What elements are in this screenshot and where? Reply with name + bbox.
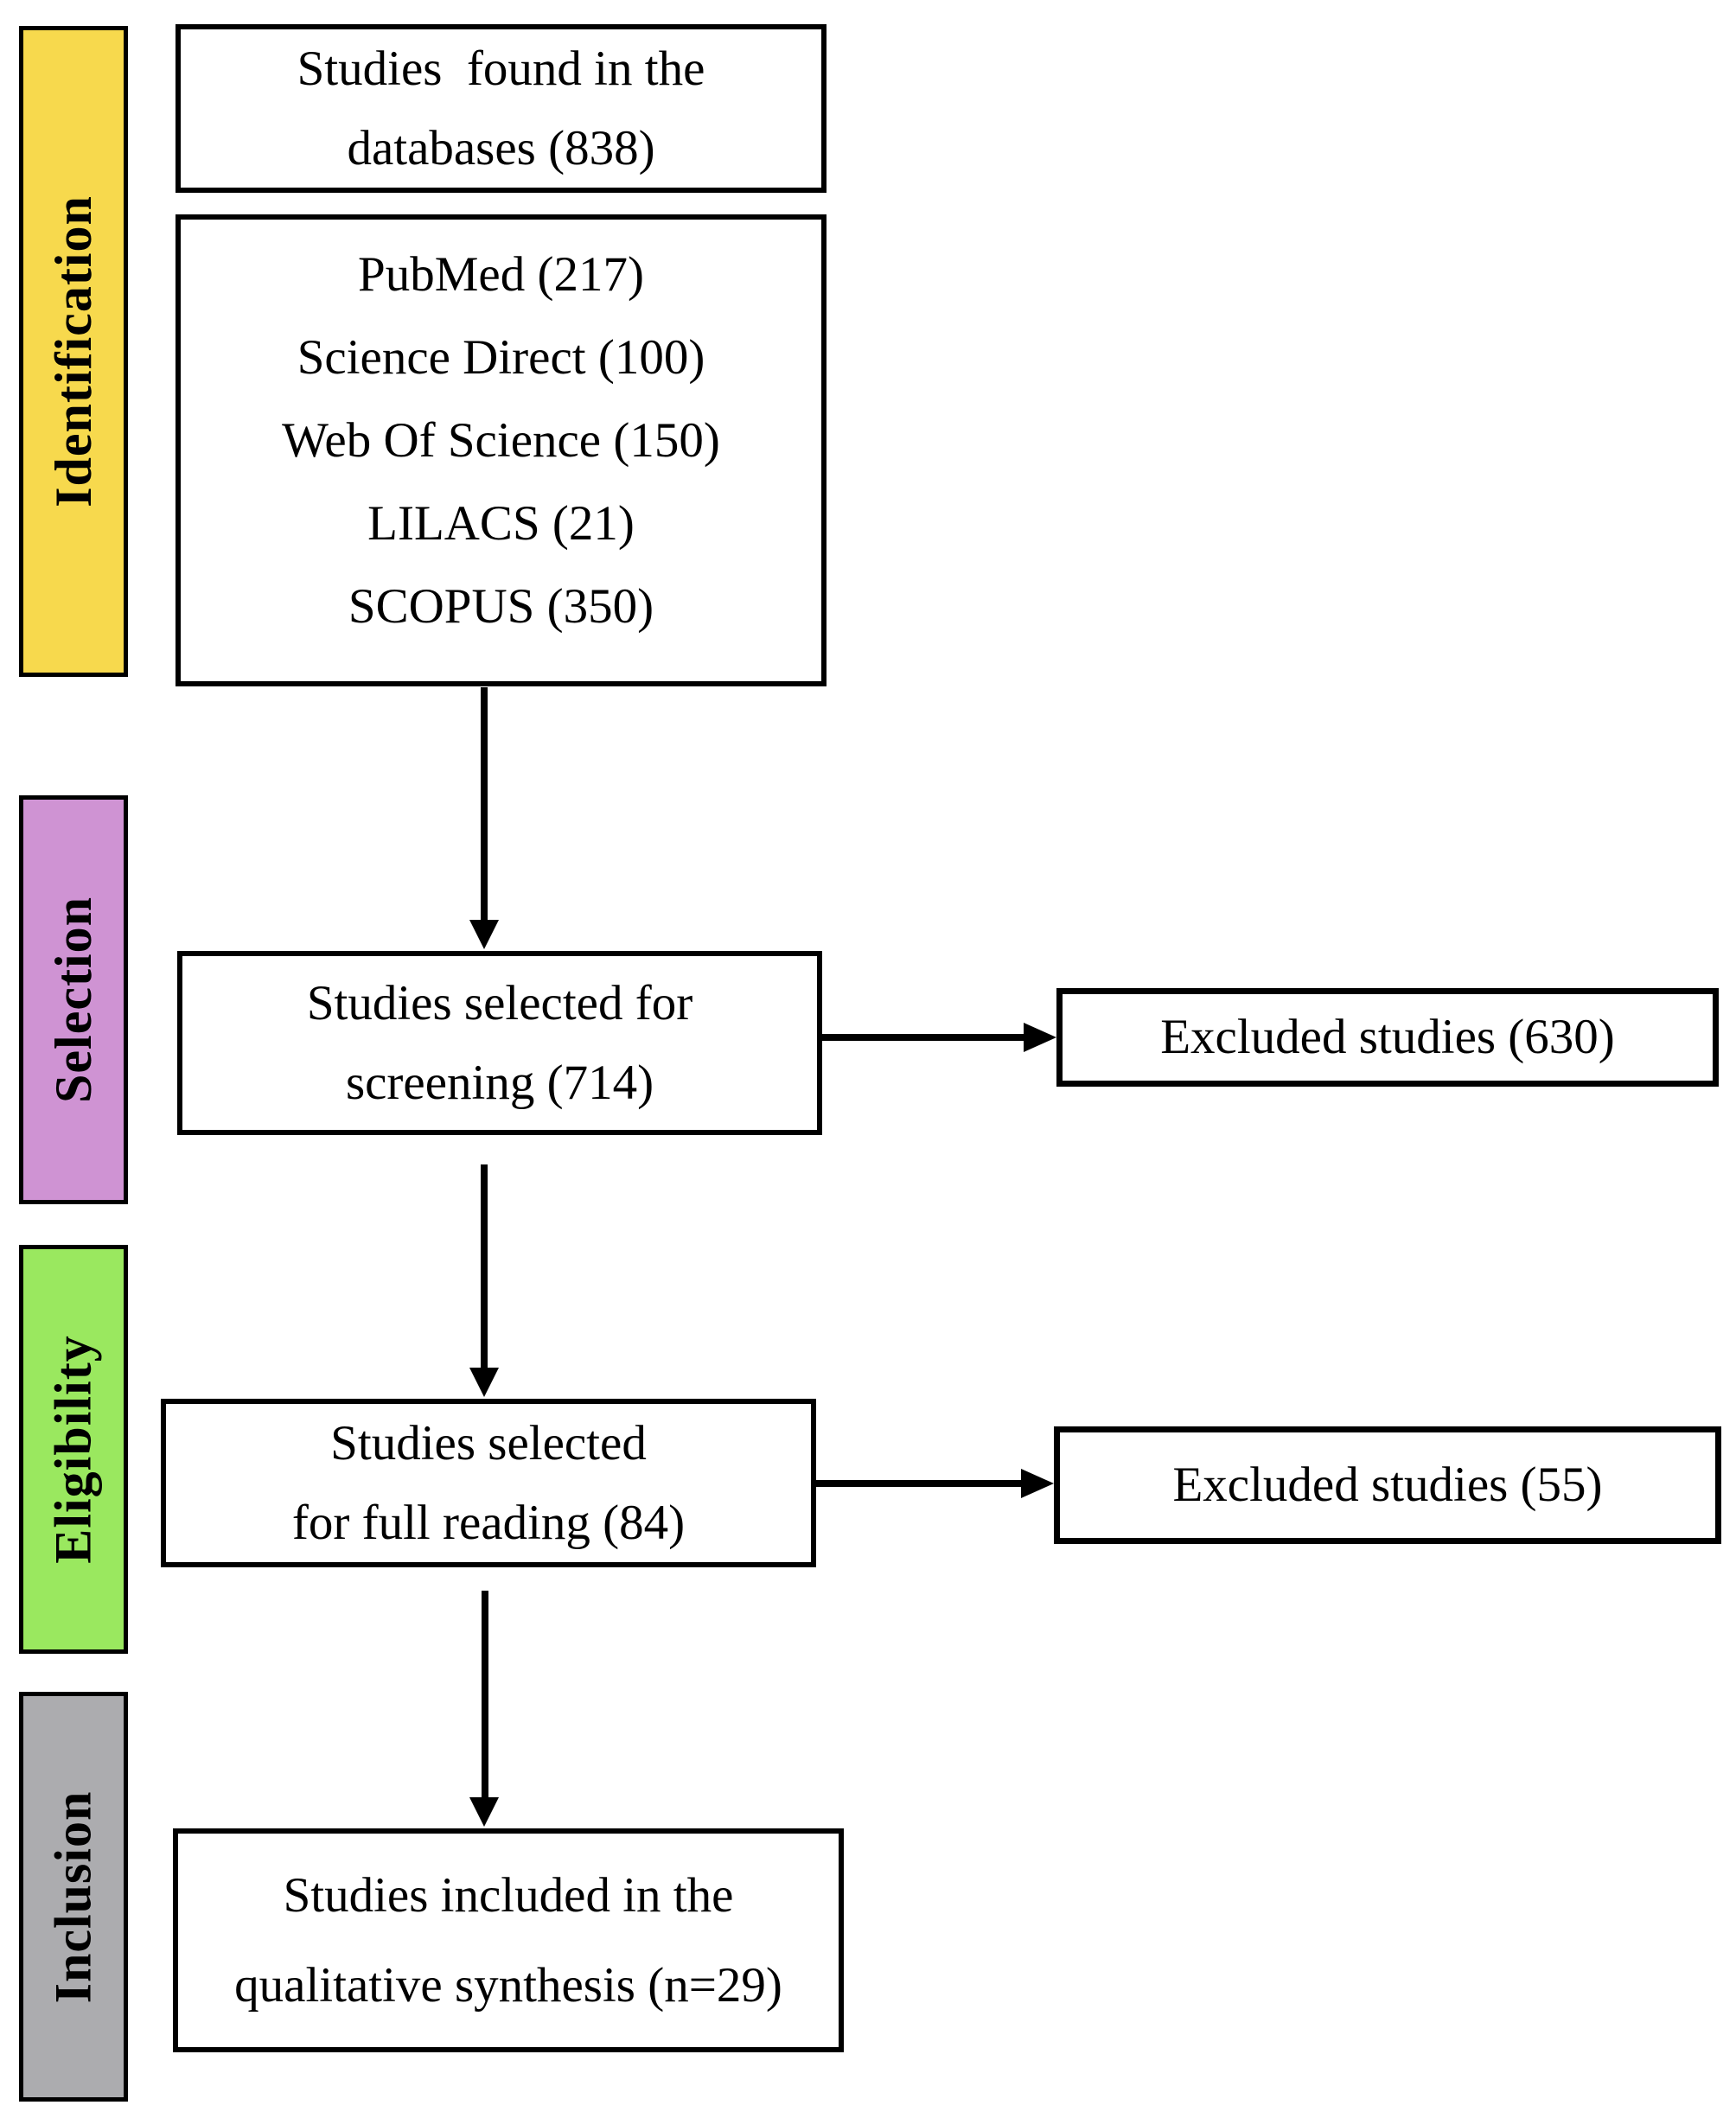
box-included: Studies included in the qualitative synt… — [173, 1828, 844, 2052]
arrow-right-icon — [1024, 1023, 1056, 1052]
box-studies-found: Studies found in the databases (838) — [176, 24, 827, 193]
box-excluded-full-reading: Excluded studies (55) — [1054, 1426, 1721, 1544]
stage-bar-eligibility: Eligibility — [19, 1245, 128, 1654]
database-item-science-direct: Science Direct (100) — [297, 330, 705, 385]
stage-label-eligibility: Eligibility — [44, 1335, 102, 1564]
database-item-lilacs: LILACS (21) — [367, 496, 635, 551]
box-full-reading-line1: Studies selected — [330, 1415, 647, 1470]
box-excluded-full-reading-label: Excluded studies (55) — [1172, 1458, 1603, 1512]
stage-label-selection: Selection — [44, 896, 102, 1103]
box-excluded-screening-label: Excluded studies (630) — [1160, 1010, 1615, 1064]
stage-label-inclusion: Inclusion — [44, 1790, 102, 2003]
box-screening-line1: Studies selected for — [306, 975, 693, 1030]
database-item-scopus: SCOPUS (350) — [348, 579, 654, 634]
box-screening-line2: screening (714) — [345, 1055, 654, 1110]
box-excluded-screening: Excluded studies (630) — [1056, 988, 1719, 1087]
arrow-right-icon — [1021, 1469, 1054, 1498]
stage-bar-inclusion: Inclusion — [19, 1692, 128, 2102]
arrow-screening-to-excluded-shaft — [821, 1034, 1027, 1041]
box-databases-list: PubMed (217) Science Direct (100) Web Of… — [176, 214, 827, 686]
arrow-full-reading-to-included-shaft — [482, 1591, 488, 1799]
arrow-down-icon — [469, 1368, 499, 1397]
arrow-screening-to-full-reading-shaft — [481, 1164, 488, 1369]
box-full-reading: Studies selected for full reading (84) — [161, 1399, 816, 1567]
arrow-full-reading-to-excluded-shaft — [815, 1480, 1021, 1487]
database-item-pubmed: PubMed (217) — [358, 247, 644, 302]
box-full-reading-line2: for full reading (84) — [291, 1495, 686, 1550]
arrow-down-icon — [469, 1797, 499, 1827]
box-studies-found-line1: Studies found in the — [297, 41, 705, 96]
box-screening: Studies selected for screening (714) — [177, 951, 822, 1135]
box-included-line1: Studies included in the — [283, 1867, 734, 1923]
arrow-down-icon — [469, 920, 499, 949]
stage-bar-identification: Identification — [19, 26, 128, 677]
database-item-web-of-science: Web Of Science (150) — [282, 413, 720, 468]
stage-bar-selection: Selection — [19, 795, 128, 1204]
arrow-databases-to-screening-shaft — [481, 687, 488, 922]
box-studies-found-line2: databases (838) — [347, 120, 655, 175]
box-included-line2: qualitative synthesis (n=29) — [234, 1957, 782, 2013]
stage-label-identification: Identification — [44, 195, 102, 507]
